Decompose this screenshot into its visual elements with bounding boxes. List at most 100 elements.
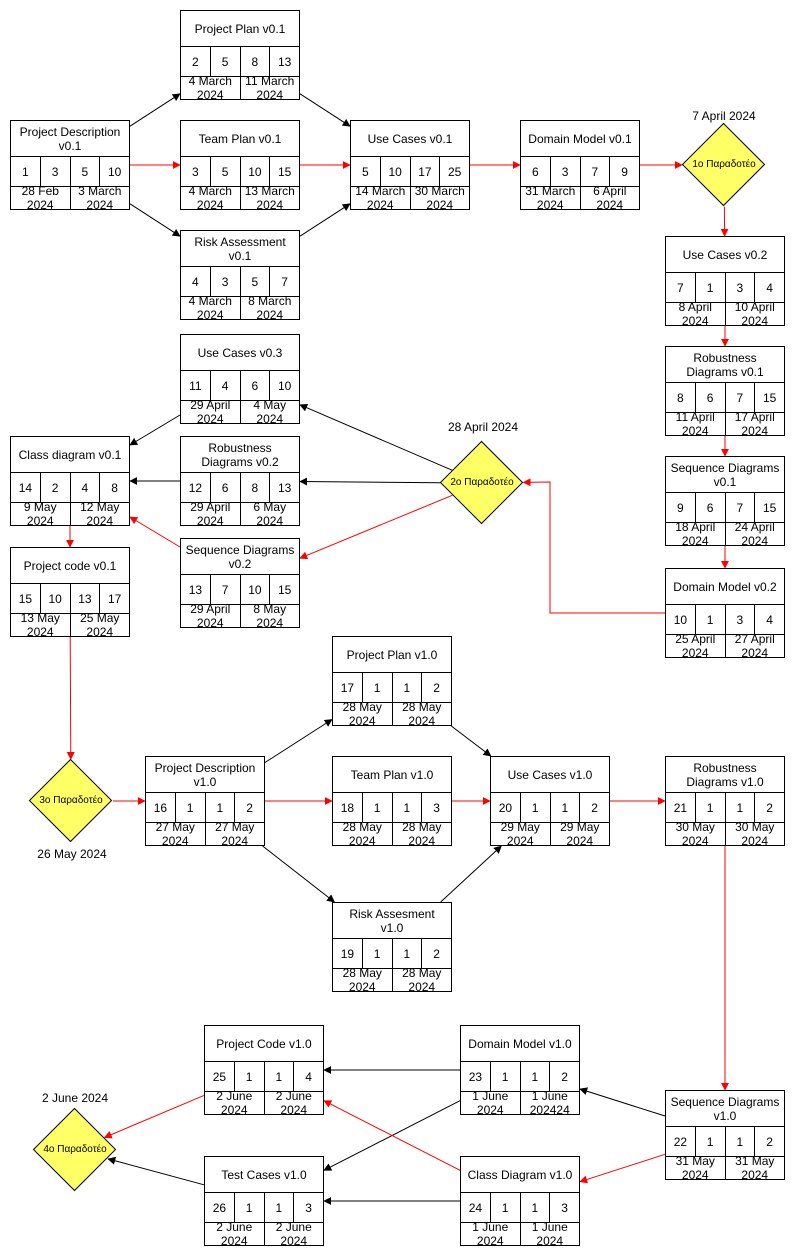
task-number-cell: 3 [726,273,756,302]
task-number-cell: 2 [591,800,598,815]
task-number-cell: 2 [246,800,253,815]
task-number-cell: 3 [305,1200,312,1215]
task-title: Sequence Diagrams v0.1 [666,457,784,493]
task-number-cell: 4 [305,1069,312,1084]
task-number-cell: 4 [71,473,101,502]
task-number-cell: 10 [381,157,411,186]
task-number-cell: 21 [666,793,696,822]
milestone-date: 28 April 2024 [447,420,519,434]
task-number-cell: 2 [41,473,71,502]
task-number-cell: 22 [666,1127,696,1156]
task-number-cell: 10 [277,378,292,393]
dependency-arrow [579,1153,666,1184]
task-number-cell: 2 [181,47,211,76]
task-start-date: 4 March 2024 [181,74,241,102]
task-number-cell: 6 [211,473,241,502]
milestone-label: 1ο Παραδοτέο [692,159,756,170]
task-number-cell: 2 [561,1069,568,1084]
task-start-date: 31 May 2024 [666,1154,726,1182]
task-number-cell: 1 [521,1193,551,1222]
dependency-arrow [103,1094,205,1139]
task-title: Sequence Diagrams v1.0 [666,1091,784,1127]
task-end-date: 2 June 2024 [275,1089,312,1117]
task-number-cell: 17 [107,591,122,606]
task-number-cell: 3 [181,157,211,186]
task-number-cell: 3 [726,605,756,634]
task-title: Use Cases v0.2 [666,237,784,273]
task-end-date: 6 April 2024 [593,184,627,212]
task-end-date: 28 May 2024 [402,820,442,848]
task-title: Domain Model v0.1 [521,121,639,157]
task-number-cell: 1 [206,793,236,822]
task-start-date: 28 May 2024 [333,820,393,848]
task-number-cell: 20 [491,793,521,822]
task-start-date: 29 April 2024 [181,398,241,426]
milestone-label: 2ο Παραδοτέο [450,477,514,488]
task-title: Project Description v1.0 [146,757,264,793]
task-end-date: 13 March 2024 [244,184,295,212]
task-end-date: 8 May 2024 [253,602,287,630]
dependency-arrow [299,93,351,127]
dependency-arrow [264,719,333,763]
task-number-cell: 23 [461,1062,491,1091]
task-number-cell: 25 [205,1062,235,1091]
task-title: Test Cases v1.0 [205,1157,323,1193]
task-number-cell: 4 [181,267,211,296]
milestone-diamond: 1ο Παραδοτέο [681,122,766,207]
task-title: Team Plan v1.0 [333,757,451,793]
task-number-cell: 26 [205,1193,235,1222]
task-end-date: 27 May 2024 [215,820,255,848]
task-number-cell: 1 [393,939,423,968]
task-number-cell: 7 [281,274,288,289]
task-number-cell: 13 [277,54,292,69]
task-title: Sequence Diagrams v0.2 [181,539,299,575]
task-start-date: 28 May 2024 [333,700,393,728]
dependency-arrow [579,1087,666,1117]
task-start-date: 9 May 2024 [11,500,71,528]
dependency-arrow [323,1100,461,1171]
task-number-cell: 1 [393,673,423,702]
dependency-edges [66,93,729,1205]
task-number-cell: 1 [726,1127,756,1156]
task-number-cell: 1 [363,793,393,822]
task-number-cell: 1 [726,793,756,822]
task-end-date: 6 May 2024 [253,500,287,528]
task-title: Use Cases v0.1 [351,121,469,157]
task-number-cell: 6 [696,383,726,412]
task-end-date: 3 March 2024 [78,184,122,212]
task-end-date: 29 May 2024 [560,820,600,848]
task-title: Project Description v0.1 [11,121,129,157]
task-start-date: 30 May 2024 [666,820,726,848]
task-number-cell: 8 [666,383,696,412]
task-number-cell: 6 [521,157,551,186]
task-title: Class diagram v0.1 [11,437,129,473]
task-start-date: 4 March 2024 [181,184,241,212]
task-number-cell: 4 [766,612,773,627]
task-end-date: 11 March 2024 [245,74,295,102]
task-end-date: 2 June 2024 [275,1220,312,1248]
